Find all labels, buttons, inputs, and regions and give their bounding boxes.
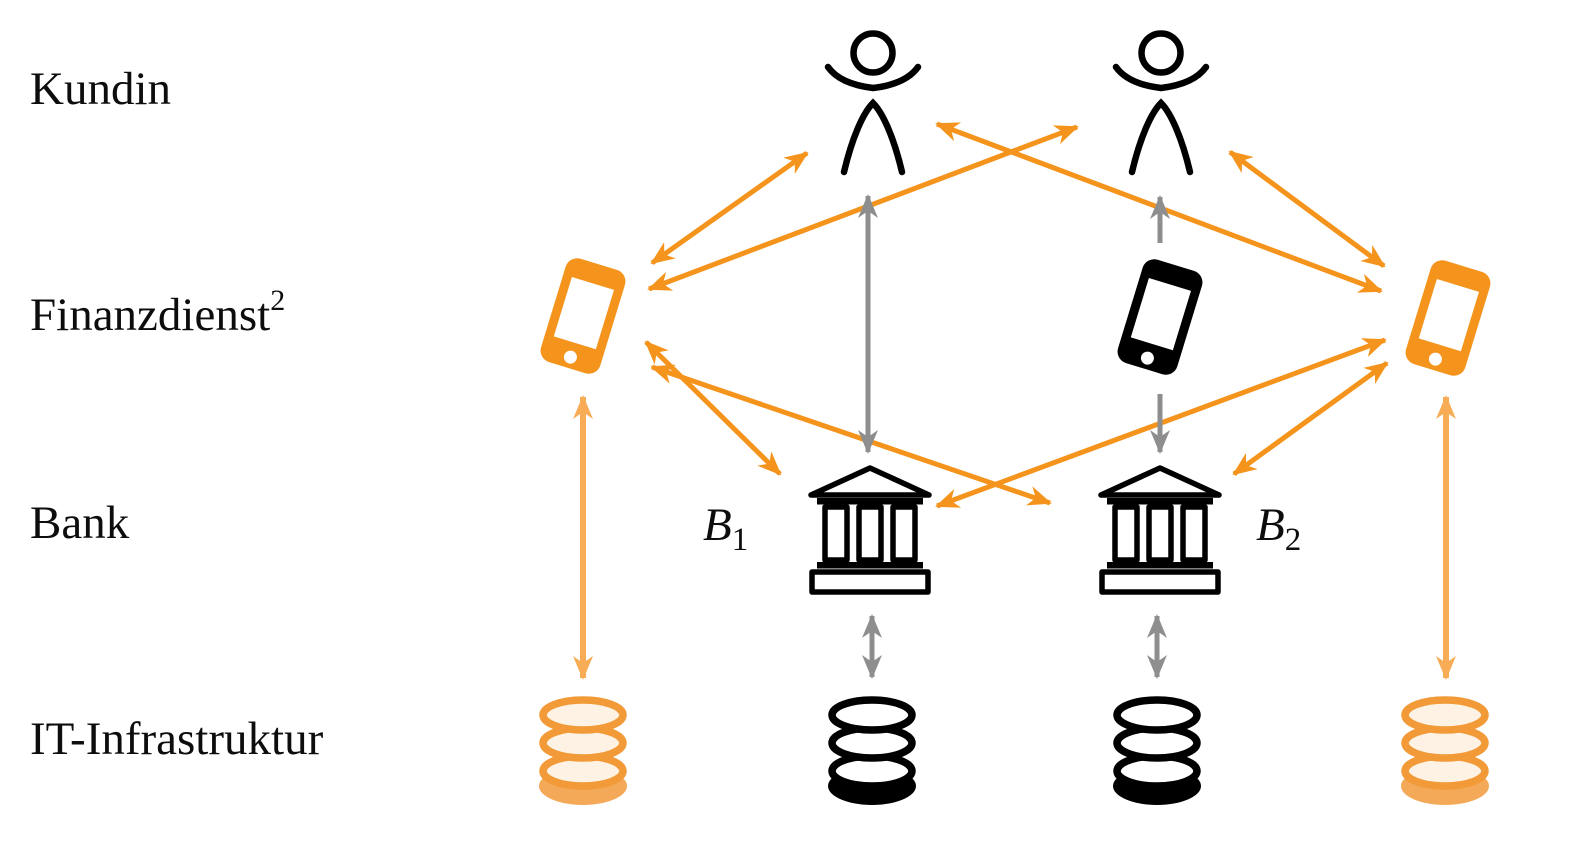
bank-icon [1098,465,1222,595]
arrow-leftphone-person1 [650,150,809,266]
bank-1-label-sub: 1 [731,522,749,558]
person-icon [824,30,922,176]
smartphone-icon [1405,260,1491,376]
arrow-rightphone-person2 [1228,149,1386,269]
arrow-leftphone-bank1 [644,340,782,476]
bank-icon [808,465,932,595]
database-icon [1401,696,1489,805]
row-label-it-infrastruktur: IT-Infrastruktur [30,713,324,765]
row-label-finanzdienst: Finanzdienst2 [30,286,285,339]
row-label-finanzdienst-text: Finanzdienst [30,289,271,341]
database-icon [539,696,627,805]
database-icon [1113,696,1201,805]
bank-2-label: B2 [1256,502,1301,557]
bank-2-label-base: B [1256,499,1285,551]
bank-1-label: B1 [703,502,748,557]
footnote-marker: 2 [270,284,286,317]
smartphone-icon [540,258,626,374]
bank-2-label-sub: 2 [1284,522,1302,558]
row-label-bank: Bank [30,497,130,549]
person-icon [1112,30,1210,176]
smartphone-icon [1117,259,1203,375]
arrow-rightphone-bank2 [1232,360,1389,477]
row-label-kundin: Kundin [30,63,171,115]
bank-1-label-base: B [703,499,732,551]
database-icon [828,696,916,805]
